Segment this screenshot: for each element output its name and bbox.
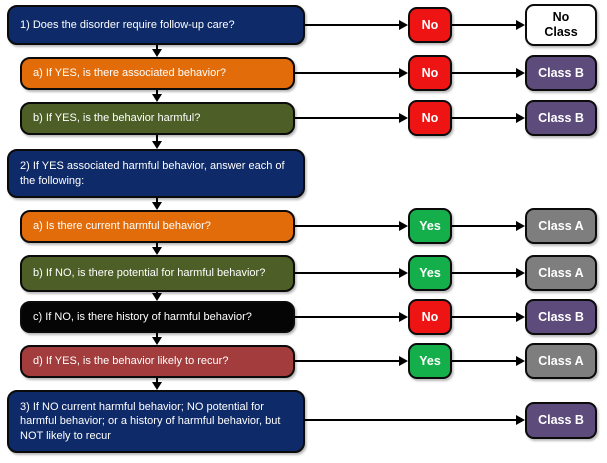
arrow-answer-to-class-b-1 xyxy=(452,68,525,78)
arrow-q1a-to-q1b xyxy=(152,90,162,102)
arrow-q2d-to-q3 xyxy=(152,378,162,390)
arrow-answer-to-class-a-3 xyxy=(452,356,525,366)
arrow-q2b-to-q2c xyxy=(152,292,162,301)
arrow-q2b-to-answer xyxy=(295,268,408,278)
arrow-q1a-to-answer xyxy=(295,68,408,78)
question-box-2: 2) If YES associated harmful behavior, a… xyxy=(7,149,305,198)
result-box-class-a-3: Class A xyxy=(525,343,597,379)
result-box-no-class: No Class xyxy=(525,4,597,46)
arrow-q1b-to-q2 xyxy=(152,135,162,149)
result-box-class-b-2: Class B xyxy=(525,100,597,136)
result-box-class-a-2: Class A xyxy=(525,255,597,291)
answer-box-no-1: No xyxy=(408,7,452,43)
question-box-1: 1) Does the disorder require follow-up c… xyxy=(7,5,305,45)
question-box-2c: c) If NO, is there history of harmful be… xyxy=(20,301,295,333)
arrow-q2c-to-answer xyxy=(295,312,408,322)
answer-box-no-4: No xyxy=(408,299,452,335)
arrow-q2c-to-q2d xyxy=(152,333,162,345)
question-box-1b: b) If YES, is the behavior harmful? xyxy=(20,102,295,135)
arrow-q2a-to-q2b xyxy=(152,243,162,255)
answer-box-no-3: No xyxy=(408,100,452,136)
arrow-q2a-to-answer xyxy=(295,221,408,231)
arrow-answer-to-class-a-2 xyxy=(452,268,525,278)
arrow-q3-to-class-b-4 xyxy=(305,415,525,425)
arrow-answer-to-class-b-2 xyxy=(452,113,525,123)
arrow-q2d-to-answer xyxy=(295,356,408,366)
question-box-3: 3) If NO current harmful behavior; NO po… xyxy=(7,390,305,453)
question-box-1a: a) If YES, is there associated behavior? xyxy=(20,57,295,90)
arrow-answer-to-no-class xyxy=(452,20,525,30)
answer-box-yes-3: Yes xyxy=(408,343,452,379)
arrow-answer-to-class-a-1 xyxy=(452,221,525,231)
result-box-class-b-3: Class B xyxy=(525,299,597,335)
question-box-2d: d) If YES, is the behavior likely to rec… xyxy=(20,345,295,378)
result-box-class-b-1: Class B xyxy=(525,55,597,91)
arrow-q2-to-q2a xyxy=(152,198,162,210)
arrow-q1b-to-answer xyxy=(295,113,408,123)
result-box-class-b-4: Class B xyxy=(525,402,597,439)
answer-box-yes-2: Yes xyxy=(408,255,452,291)
arrow-q1-to-q1a xyxy=(152,45,162,57)
question-box-2a: a) Is there current harmful behavior? xyxy=(20,210,295,243)
answer-box-yes-1: Yes xyxy=(408,208,452,244)
answer-box-no-2: No xyxy=(408,55,452,91)
question-box-2b: b) If NO, is there potential for harmful… xyxy=(20,255,295,292)
result-box-class-a-1: Class A xyxy=(525,208,597,244)
arrow-answer-to-class-b-3 xyxy=(452,312,525,322)
arrow-q1-to-answer xyxy=(305,20,408,30)
